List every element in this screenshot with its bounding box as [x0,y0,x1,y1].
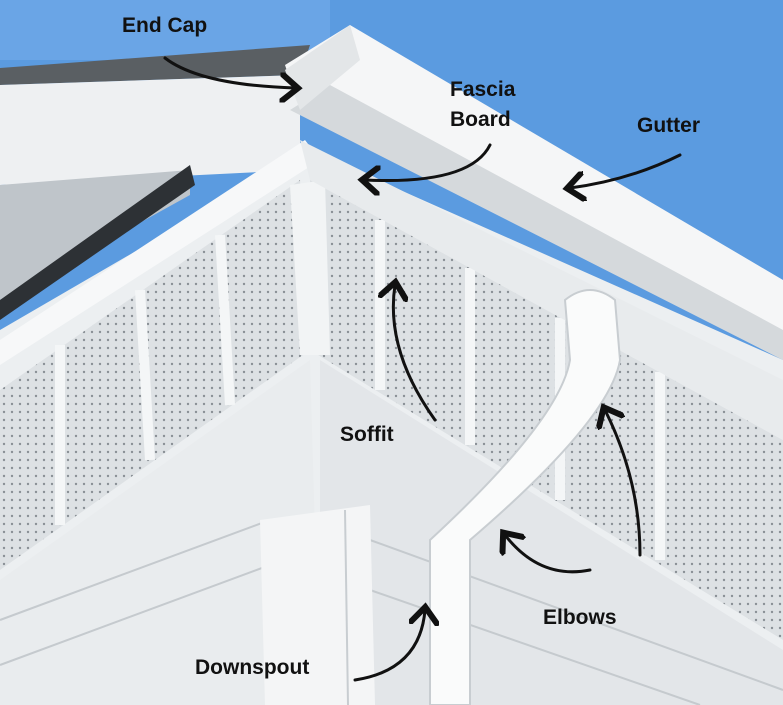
fascia [0,140,320,365]
arrows [163,56,682,682]
label-end-cap: End Cap [122,14,208,37]
roof [0,45,310,85]
end-cap [285,25,360,110]
label-gutter: Gutter [637,114,700,137]
label-downspout: Downspout [195,656,310,679]
downspout [429,289,622,705]
soffit-left [0,180,310,570]
gable-wall [0,75,300,185]
label-elbows: Elbows [543,606,617,629]
label-fascia-line2: Board [450,108,511,131]
label-fascia-line1: Fascia [450,78,516,101]
label-soffit: Soffit [340,423,394,446]
